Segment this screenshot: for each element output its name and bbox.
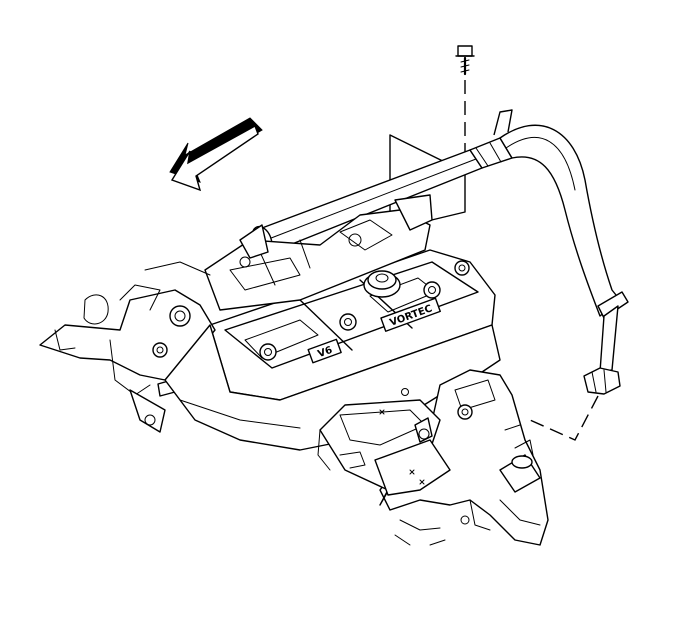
- exhaust-manifold: [379, 369, 549, 546]
- pipe-alignment-line: [529, 395, 599, 441]
- v6-badge: V6: [316, 345, 334, 360]
- intake-manifold: [204, 194, 433, 311]
- lower-detail-lines: [394, 519, 446, 546]
- bolt-icon: [455, 45, 475, 76]
- heat-shield: [317, 399, 451, 506]
- engine-left-components: [39, 261, 216, 433]
- arrow-front-icon: [169, 117, 263, 192]
